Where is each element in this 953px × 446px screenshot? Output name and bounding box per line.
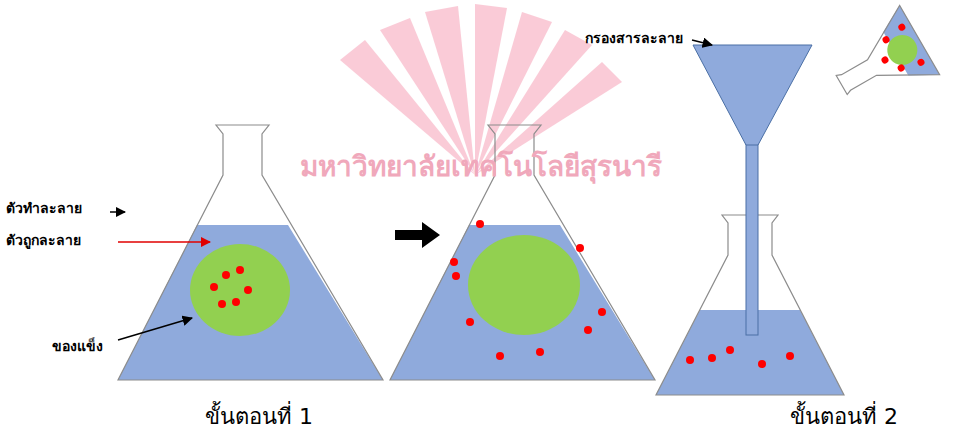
part-label: ตัวทำละลาย [6, 200, 82, 217]
part-label: ตัวถูกละลาย [6, 232, 81, 249]
leader-line [118, 241, 210, 243]
process-arrow [395, 222, 440, 248]
leader-line [118, 318, 192, 340]
pouring-flask [822, 5, 940, 119]
part-label: ของแข็ง [52, 338, 103, 355]
watermark: มหาวิทยาลัยเทคโนโลยีสุรนารี [300, 150, 662, 184]
filter-funnel [693, 45, 812, 335]
watermark-emblem [340, 4, 622, 175]
step-label: ขั้นตอนที่ 2 [790, 404, 898, 430]
step-label: ขั้นตอนที่ 1 [205, 404, 313, 430]
leader-line [692, 40, 712, 45]
leader-line [110, 211, 125, 213]
part-label: กรองสารละลาย [585, 30, 683, 47]
